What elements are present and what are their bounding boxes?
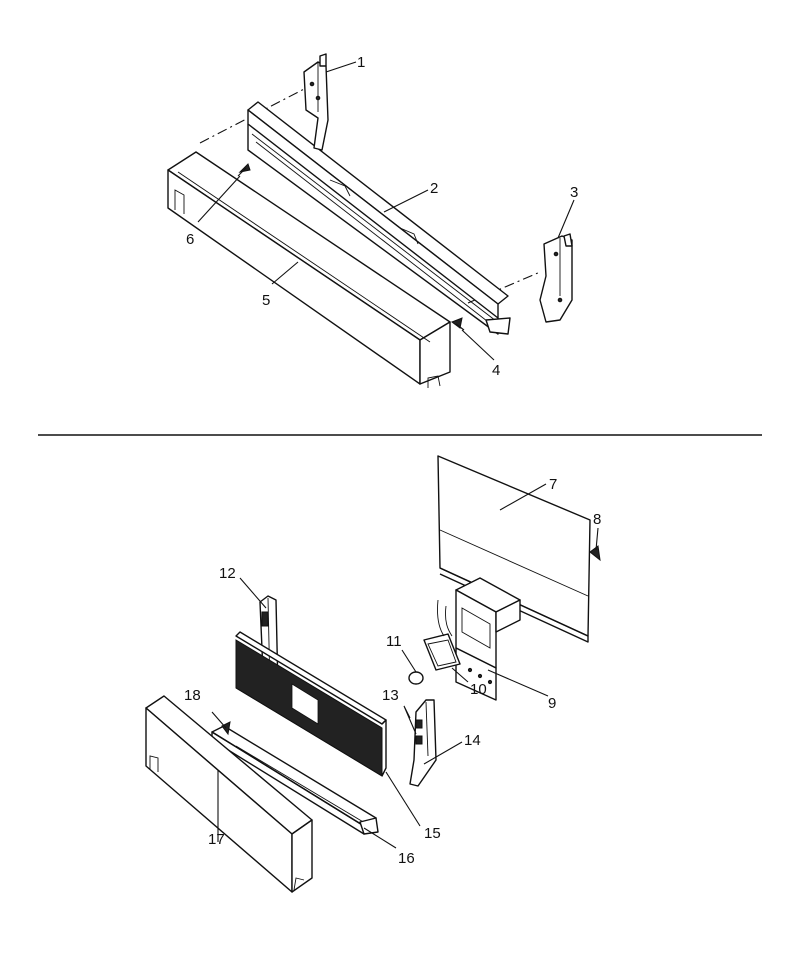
callout-5: 5 [262,292,270,309]
callout-16: 16 [398,850,415,867]
callout-4: 4 [492,362,500,379]
callout-12: 12 [219,565,236,582]
callout-10: 10 [470,681,487,698]
callout-11: 11 [386,633,402,650]
part-6-screw [237,163,251,177]
callout-2: 2 [430,180,438,197]
part-4-screw [450,317,465,331]
callout-1: 1 [357,54,365,71]
part-18-screw [211,711,231,736]
callout-18: 18 [184,687,201,704]
callout-3: 3 [570,184,578,201]
part-9-housing [455,577,521,701]
bottom-assembly [145,455,601,893]
part-17-end-trim [145,695,313,893]
callout-8: 8 [593,511,601,528]
part-3-right-bracket [539,233,573,323]
part-11-knob [401,649,424,685]
part-14-right-bracket [409,699,437,787]
callout-9: 9 [548,695,556,712]
part-10-module [423,599,461,671]
callout-7: 7 [549,476,557,493]
callout-15: 15 [424,825,441,842]
part-1-left-bracket [303,53,329,151]
part-8-screw [589,527,601,562]
top-assembly [167,53,575,388]
part-15-grille-panel [235,631,387,777]
callout-13: 13 [382,687,399,704]
part-5-trim-cover [167,151,451,388]
callout-17: 17 [208,831,225,848]
part-2-channel [247,101,511,335]
callout-14: 14 [464,732,481,749]
callout-labels: 1 2 3 4 5 6 7 8 9 10 11 12 13 14 15 16 1… [184,54,601,867]
alignment-line-right [467,271,541,304]
callout-6: 6 [186,231,194,248]
